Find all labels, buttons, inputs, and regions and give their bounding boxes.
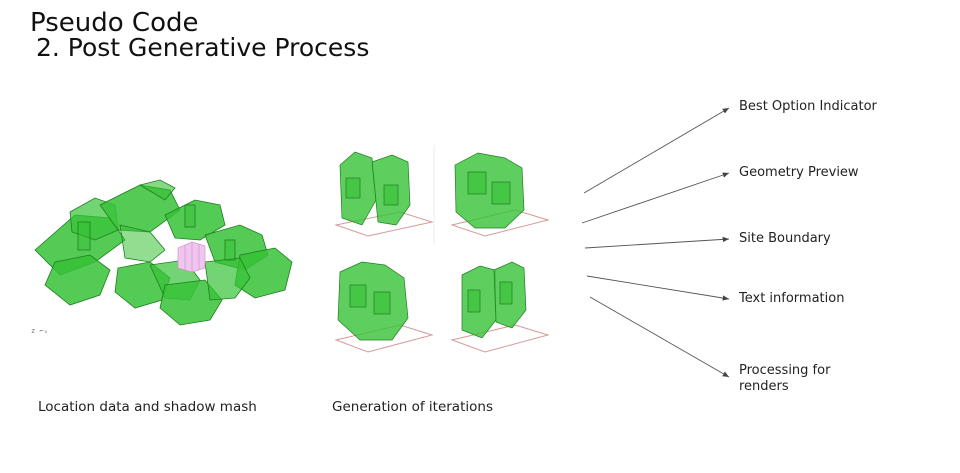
page-subtitle: 2. Post Generative Process xyxy=(36,33,370,62)
arrow-processing-renders xyxy=(589,296,730,378)
output-label-processing-renders: Processing for renders xyxy=(739,363,831,394)
output-label-site-boundary: Site Boundary xyxy=(739,231,831,246)
arrow-site-boundary xyxy=(584,236,730,249)
iteration-1 xyxy=(334,151,434,237)
arrow-geometry-preview xyxy=(581,172,730,224)
output-label-text-information: Text information xyxy=(739,291,845,306)
iteration-2 xyxy=(450,152,550,237)
axis-glyph: z ⌐ₓ xyxy=(31,327,48,335)
caption-site-model: Location data and shadow mash xyxy=(38,399,257,415)
highlighted-site-block xyxy=(177,241,206,273)
iteration-4 xyxy=(450,261,550,353)
arrow-best-option xyxy=(583,107,730,194)
site-massing-model xyxy=(34,179,293,326)
output-label-geometry-preview: Geometry Preview xyxy=(739,165,859,180)
iteration-3 xyxy=(334,261,434,353)
output-arrows xyxy=(581,107,730,378)
arrow-text-information xyxy=(586,275,730,301)
page-title: Pseudo Code xyxy=(30,8,199,38)
output-label-best-option: Best Option Indicator xyxy=(739,99,877,114)
caption-iterations: Generation of iterations xyxy=(332,399,493,415)
